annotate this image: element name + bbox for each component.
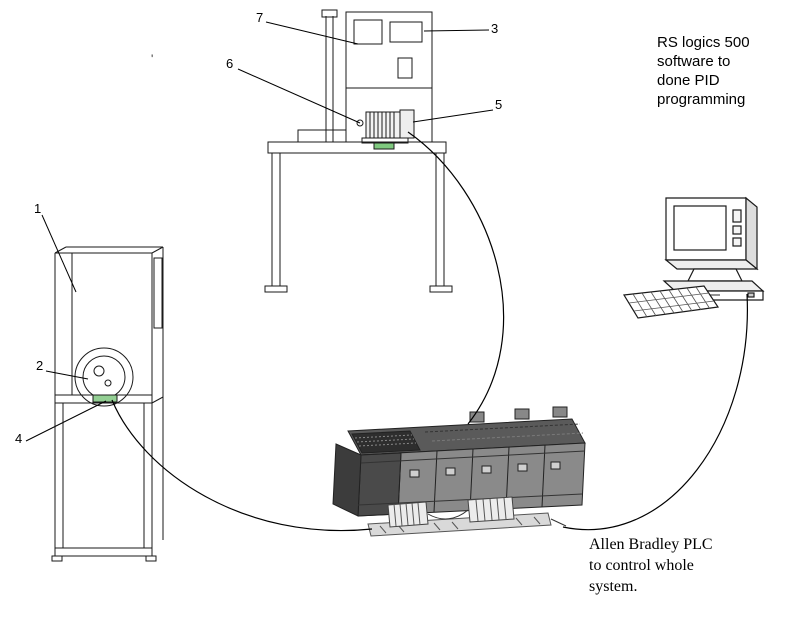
plc-clip [552,406,568,418]
cabinet-side-panel [153,257,163,329]
leader-7 [265,21,359,45]
leader-lines [25,21,494,442]
leader-5 [412,109,494,123]
display-window-2 [389,21,423,43]
plc-module-label [517,463,528,472]
din-rail-terminals [367,496,567,537]
plc-clip [514,408,530,420]
cable-cabinet-to-terminals [111,399,373,532]
callout-6: 6 [226,56,234,71]
plc-module-label [445,467,456,476]
plc-module-label [481,465,492,474]
terminal-block-2 [467,496,515,523]
terminal-block-1 [387,501,429,528]
plc-module-label [550,461,561,470]
plc-unit [332,406,586,517]
stray-mark: ' [151,52,154,66]
software-note-line: RS logics 500 [657,34,750,51]
callout-5: 5 [495,97,503,112]
gauge-dial [74,347,134,407]
panel-switch [397,57,413,79]
plc-module-label [409,469,420,478]
plc-clip [469,411,485,423]
callout-4: 4 [15,431,23,446]
plc-note-line: Allen Bradley PLC [589,536,713,553]
stirrer-bench [264,9,453,293]
plc-note-line: to control whole [589,557,694,574]
computer [622,196,765,319]
leader-2 [45,370,89,380]
monitor-bottom [664,259,759,270]
software-note-line: programming [657,91,746,108]
display-window [353,19,383,45]
callout-7: 7 [256,10,264,25]
plc-left-cap [332,443,362,517]
motor-base-indicator [373,142,395,150]
software-note-line: software to [657,53,731,70]
monitor-side [745,196,758,271]
terminal-jumper-wire [427,509,469,520]
software-note-line: done PID [657,72,720,89]
leader-6 [237,68,361,124]
control-cabinet [51,246,164,562]
monitor-screen [673,205,727,251]
cable-stirrer-to-plc [407,131,505,425]
connection-cables [111,131,748,532]
plc-note-line: system. [589,578,638,595]
leader-3 [423,29,490,32]
keyboard [622,285,720,319]
leader-1 [41,214,77,293]
bench-top [267,141,447,154]
software-note: RS logics 500 software to done PID progr… [657,33,750,109]
monitor-stand [687,268,743,282]
plc-note: Allen Bradley PLC to control whole syste… [589,534,713,597]
cable-plc-to-computer [562,293,748,531]
plc-vent-grid [351,430,421,454]
motor-unit [356,109,415,150]
support-rod-cap [321,9,338,18]
leader-4 [25,400,107,442]
callout-3: 3 [491,21,499,36]
callout-1: 1 [34,201,42,216]
callout-2: 2 [36,358,44,373]
sensor-point [356,119,364,127]
